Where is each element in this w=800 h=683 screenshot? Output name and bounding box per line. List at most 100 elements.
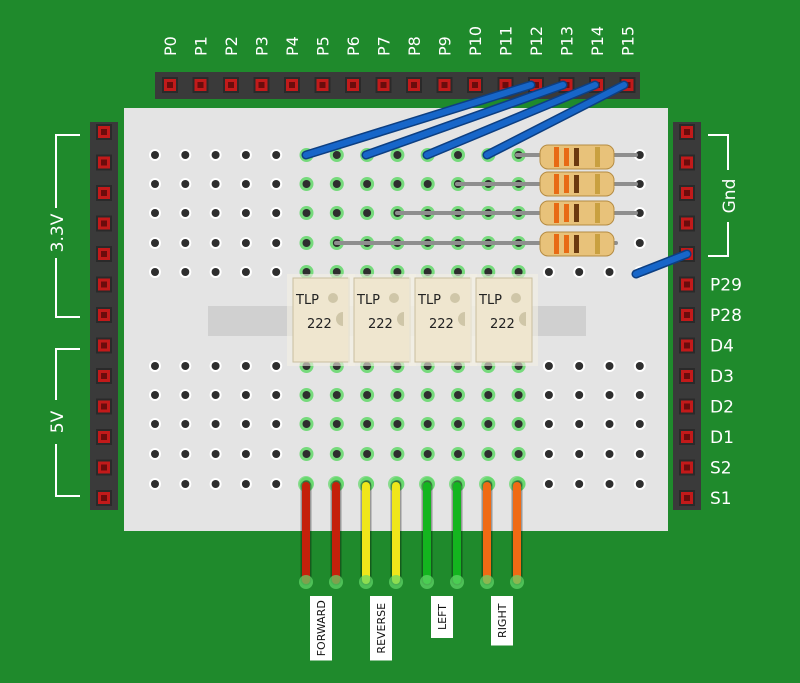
hole (573, 360, 586, 372)
hole (481, 447, 496, 461)
hole (573, 266, 586, 278)
chip-label-line1: TLP (417, 293, 441, 308)
hole (149, 207, 161, 219)
label-gnd: Gnd (720, 179, 740, 214)
chip-label-line1: TLP (478, 293, 502, 308)
hole (329, 447, 344, 461)
hole (633, 149, 646, 161)
right-pin (679, 429, 695, 445)
right-pin-label-s1: S1 (710, 489, 732, 509)
hole (149, 360, 161, 372)
hole (299, 388, 314, 402)
hole (299, 236, 314, 250)
hole (420, 447, 435, 461)
resistor (539, 171, 615, 197)
hole (239, 448, 252, 460)
hole (179, 178, 192, 190)
left-pin (96, 459, 112, 476)
hole (270, 207, 283, 219)
bracket-3v3-gap (44, 208, 68, 258)
hole (239, 266, 252, 278)
hole (329, 206, 344, 220)
hole (573, 418, 586, 430)
hole (511, 388, 526, 402)
hole (360, 388, 375, 402)
signal-wire (298, 476, 314, 589)
signal-label-text: LEFT (436, 604, 449, 630)
hole (573, 478, 586, 490)
hole (179, 360, 192, 372)
top-pin-p8 (406, 77, 422, 93)
chip-label-line1: TLP (356, 293, 380, 308)
top-pin-p10 (467, 77, 483, 93)
hole (390, 388, 405, 402)
optocoupler-chip: TLP 222 (470, 274, 538, 366)
left-pin (96, 154, 112, 171)
blue-jumper-wire (361, 80, 568, 160)
left-pin (96, 368, 112, 384)
hole (179, 448, 192, 460)
left-pin (96, 398, 112, 415)
hole (603, 389, 616, 401)
right-header-pins (679, 124, 695, 506)
hole (390, 447, 405, 461)
top-pin-p3 (253, 77, 270, 93)
hole (270, 478, 283, 490)
label-3v3: 3.3V (48, 213, 68, 252)
right-pin-label-p28: P28 (710, 306, 742, 326)
hole (511, 417, 526, 431)
top-pin-label-p3: P3 (253, 36, 272, 56)
chip-label-line2: 222 (429, 317, 454, 332)
hole (451, 417, 465, 431)
hole (270, 178, 283, 190)
hole (633, 478, 646, 490)
label-5v: 5V (48, 410, 68, 433)
hole (209, 266, 222, 278)
hole (329, 148, 344, 162)
signal-wire (328, 476, 344, 589)
resistor (539, 144, 615, 170)
hole (420, 388, 435, 402)
top-pin-label-p12: P12 (527, 26, 546, 56)
hole (149, 149, 161, 161)
hole (329, 417, 344, 431)
right-pin (679, 276, 695, 293)
signal-label-text: FORWARD (315, 600, 328, 656)
signal-wire (449, 476, 465, 589)
signal-label-left: LEFT (431, 596, 453, 638)
hole (270, 149, 283, 161)
hole (542, 360, 555, 372)
hole (179, 389, 192, 401)
hole (209, 418, 222, 430)
bracket-gnd-gap (716, 170, 740, 222)
hole (481, 417, 496, 431)
chip-label-line2: 222 (490, 317, 515, 332)
signal-wire (509, 476, 525, 589)
top-pin-label-p10: P10 (466, 26, 485, 56)
top-pin-p9 (436, 77, 453, 93)
right-pin (679, 185, 695, 201)
resistor (539, 231, 615, 257)
hole (603, 418, 616, 430)
hole (603, 448, 616, 460)
hole (270, 448, 283, 460)
hole (179, 478, 192, 490)
top-pin-p0 (162, 77, 178, 93)
hole (542, 478, 555, 490)
left-pin (96, 337, 112, 354)
hole (179, 266, 192, 278)
hole (329, 388, 344, 402)
hole (633, 207, 646, 219)
right-pin-label-d2: D2 (710, 398, 734, 418)
hole (149, 237, 161, 249)
right-pin (679, 337, 695, 354)
hole (573, 389, 586, 401)
resistor (539, 200, 615, 226)
hole (209, 237, 222, 249)
top-pin-label-p2: P2 (222, 36, 241, 56)
top-pin-label-p1: P1 (192, 36, 211, 56)
